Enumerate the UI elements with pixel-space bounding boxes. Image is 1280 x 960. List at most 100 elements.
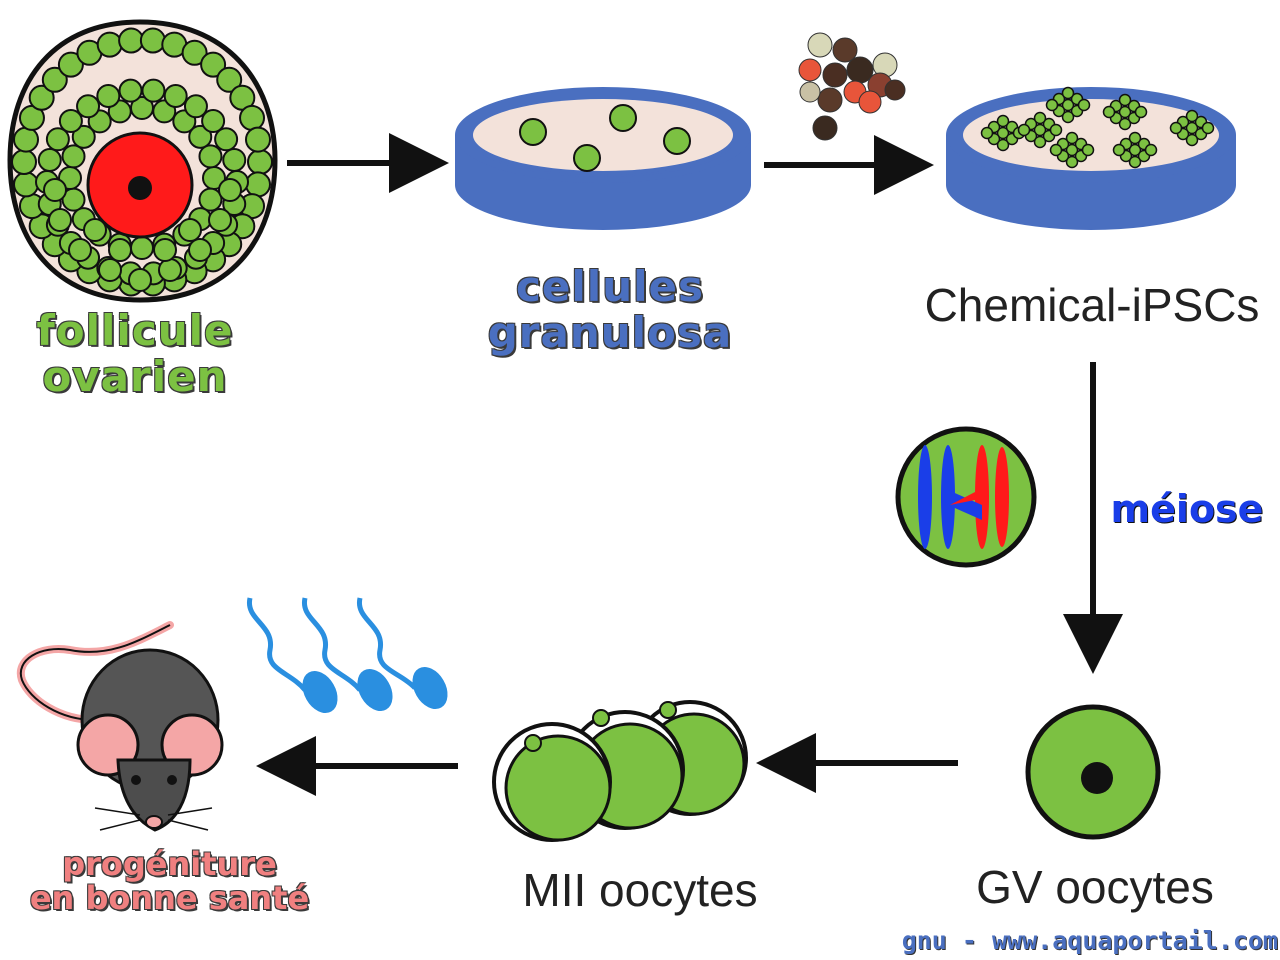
follicle-cell xyxy=(198,187,223,212)
ipsc-cell xyxy=(1112,143,1126,157)
follicle-cell xyxy=(141,78,166,103)
follicle-label-line1: follicule xyxy=(36,306,234,355)
ipsc-cell xyxy=(1185,133,1199,147)
chemical-pellets-icon xyxy=(798,32,906,141)
follicle-label: follicule ovarien xyxy=(15,310,255,398)
ipsc-cell xyxy=(1118,93,1132,107)
follicle-cell xyxy=(76,94,101,119)
ipsc-cell xyxy=(1033,123,1047,137)
ipsc-cell xyxy=(1201,121,1215,135)
follicle-cell xyxy=(244,126,271,153)
ipsc-cell xyxy=(1118,105,1132,119)
follicle-cell xyxy=(96,83,121,108)
ipsc-cell xyxy=(1077,98,1091,112)
follicle-cell xyxy=(68,238,92,262)
ipsc-cell xyxy=(1081,143,1095,157)
ipsc-cell xyxy=(1065,131,1079,145)
mii-oocytes-icon xyxy=(492,700,748,842)
follicle-label-line2: ovarien xyxy=(42,352,228,401)
credit-watermark: gnu - www.aquaportail.com xyxy=(901,926,1278,955)
follicle-cell xyxy=(13,126,40,153)
ipsc-cell xyxy=(996,114,1010,128)
offspring-label-line1: progéniture xyxy=(62,845,277,883)
meiosis-cell-icon xyxy=(895,426,1037,568)
mouse-icon xyxy=(16,621,224,832)
follicle-cell xyxy=(214,127,239,152)
mii-oocytes-label: MII oocytes xyxy=(522,864,758,916)
ipsc-label: Chemical-iPSCs xyxy=(924,279,1260,331)
offspring-label-line2: en bonne santé xyxy=(29,879,310,917)
gv-oocytes-label: GV oocytes xyxy=(976,861,1214,913)
ipsc-cell xyxy=(1134,105,1148,119)
sperm-icon xyxy=(247,597,448,713)
follicle-cell xyxy=(198,144,223,169)
follicle-cell xyxy=(200,51,227,78)
petri-dish-ipsc-icon xyxy=(946,86,1236,230)
follicle-cell xyxy=(188,238,212,262)
follicle-cell xyxy=(83,218,107,242)
ipsc-cell xyxy=(1061,98,1075,112)
follicle-cell xyxy=(216,66,243,93)
follicle-cell xyxy=(118,78,143,103)
follicle-cell xyxy=(58,108,83,133)
granulosa-label: cellules granulosa xyxy=(460,266,760,354)
follicle-cell xyxy=(158,258,182,282)
follicle-cell xyxy=(188,124,213,149)
ipsc-cell xyxy=(980,126,994,140)
follicle-cell xyxy=(244,171,271,198)
follicle-cell xyxy=(71,124,96,149)
ipsc-cell xyxy=(996,126,1010,140)
offspring-label: progéniture en bonne santé xyxy=(2,848,337,914)
follicle-cell xyxy=(61,144,86,169)
ipsc-cell xyxy=(1118,117,1132,131)
follicle-cell xyxy=(239,104,266,131)
follicle-cell xyxy=(247,149,273,175)
follicle-cell xyxy=(222,147,247,172)
follicle-cell xyxy=(41,66,68,93)
ipsc-cell xyxy=(1045,98,1059,112)
follicle-cell xyxy=(181,39,208,66)
granulosa-label-line1: cellules xyxy=(516,262,704,311)
follicle-cell xyxy=(178,218,202,242)
ipsc-cell xyxy=(1169,121,1183,135)
ipsc-cell xyxy=(1185,109,1199,123)
ipsc-cell xyxy=(1128,131,1142,145)
ovarian-follicle-icon xyxy=(7,19,278,303)
ipsc-cell xyxy=(1017,123,1031,137)
follicle-cell xyxy=(28,84,55,111)
follicle-cell xyxy=(98,258,122,282)
ipsc-cell xyxy=(996,138,1010,152)
follicle-cell xyxy=(130,236,154,260)
follicle-cell xyxy=(108,238,132,262)
follicle-cell xyxy=(11,149,37,175)
ipsc-cell xyxy=(1049,143,1063,157)
ipsc-cell xyxy=(1144,143,1158,157)
ipsc-cell xyxy=(1061,86,1075,100)
ipsc-cell xyxy=(1049,123,1063,137)
ipsc-cell xyxy=(1128,155,1142,169)
gv-oocyte-icon xyxy=(1025,704,1161,840)
ipsc-cell xyxy=(1033,135,1047,149)
follicle-cell xyxy=(45,127,70,152)
follicle-cell xyxy=(48,208,72,232)
follicle-cell xyxy=(37,147,62,172)
follicle-cell xyxy=(118,27,145,54)
follicle-cell xyxy=(96,31,123,58)
follicle-cell xyxy=(128,268,152,292)
ipsc-cell xyxy=(1185,121,1199,135)
ipsc-cell xyxy=(1061,110,1075,124)
follicle-cell xyxy=(139,27,166,54)
follicle-cell xyxy=(218,178,242,202)
meiosis-label: méiose xyxy=(1110,487,1264,531)
granulosa-label-line2: granulosa xyxy=(487,308,733,357)
follicle-cell xyxy=(163,83,188,108)
follicle-cell xyxy=(183,94,208,119)
follicle-cell xyxy=(153,238,177,262)
ipsc-cell xyxy=(1102,105,1116,119)
follicle-cell xyxy=(208,208,232,232)
follicle-cell xyxy=(201,108,226,133)
ipsc-cell xyxy=(1033,111,1047,125)
petri-dish-granulosa-icon xyxy=(455,87,751,230)
ipsc-cell xyxy=(1065,155,1079,169)
follicle-cell xyxy=(57,51,84,78)
